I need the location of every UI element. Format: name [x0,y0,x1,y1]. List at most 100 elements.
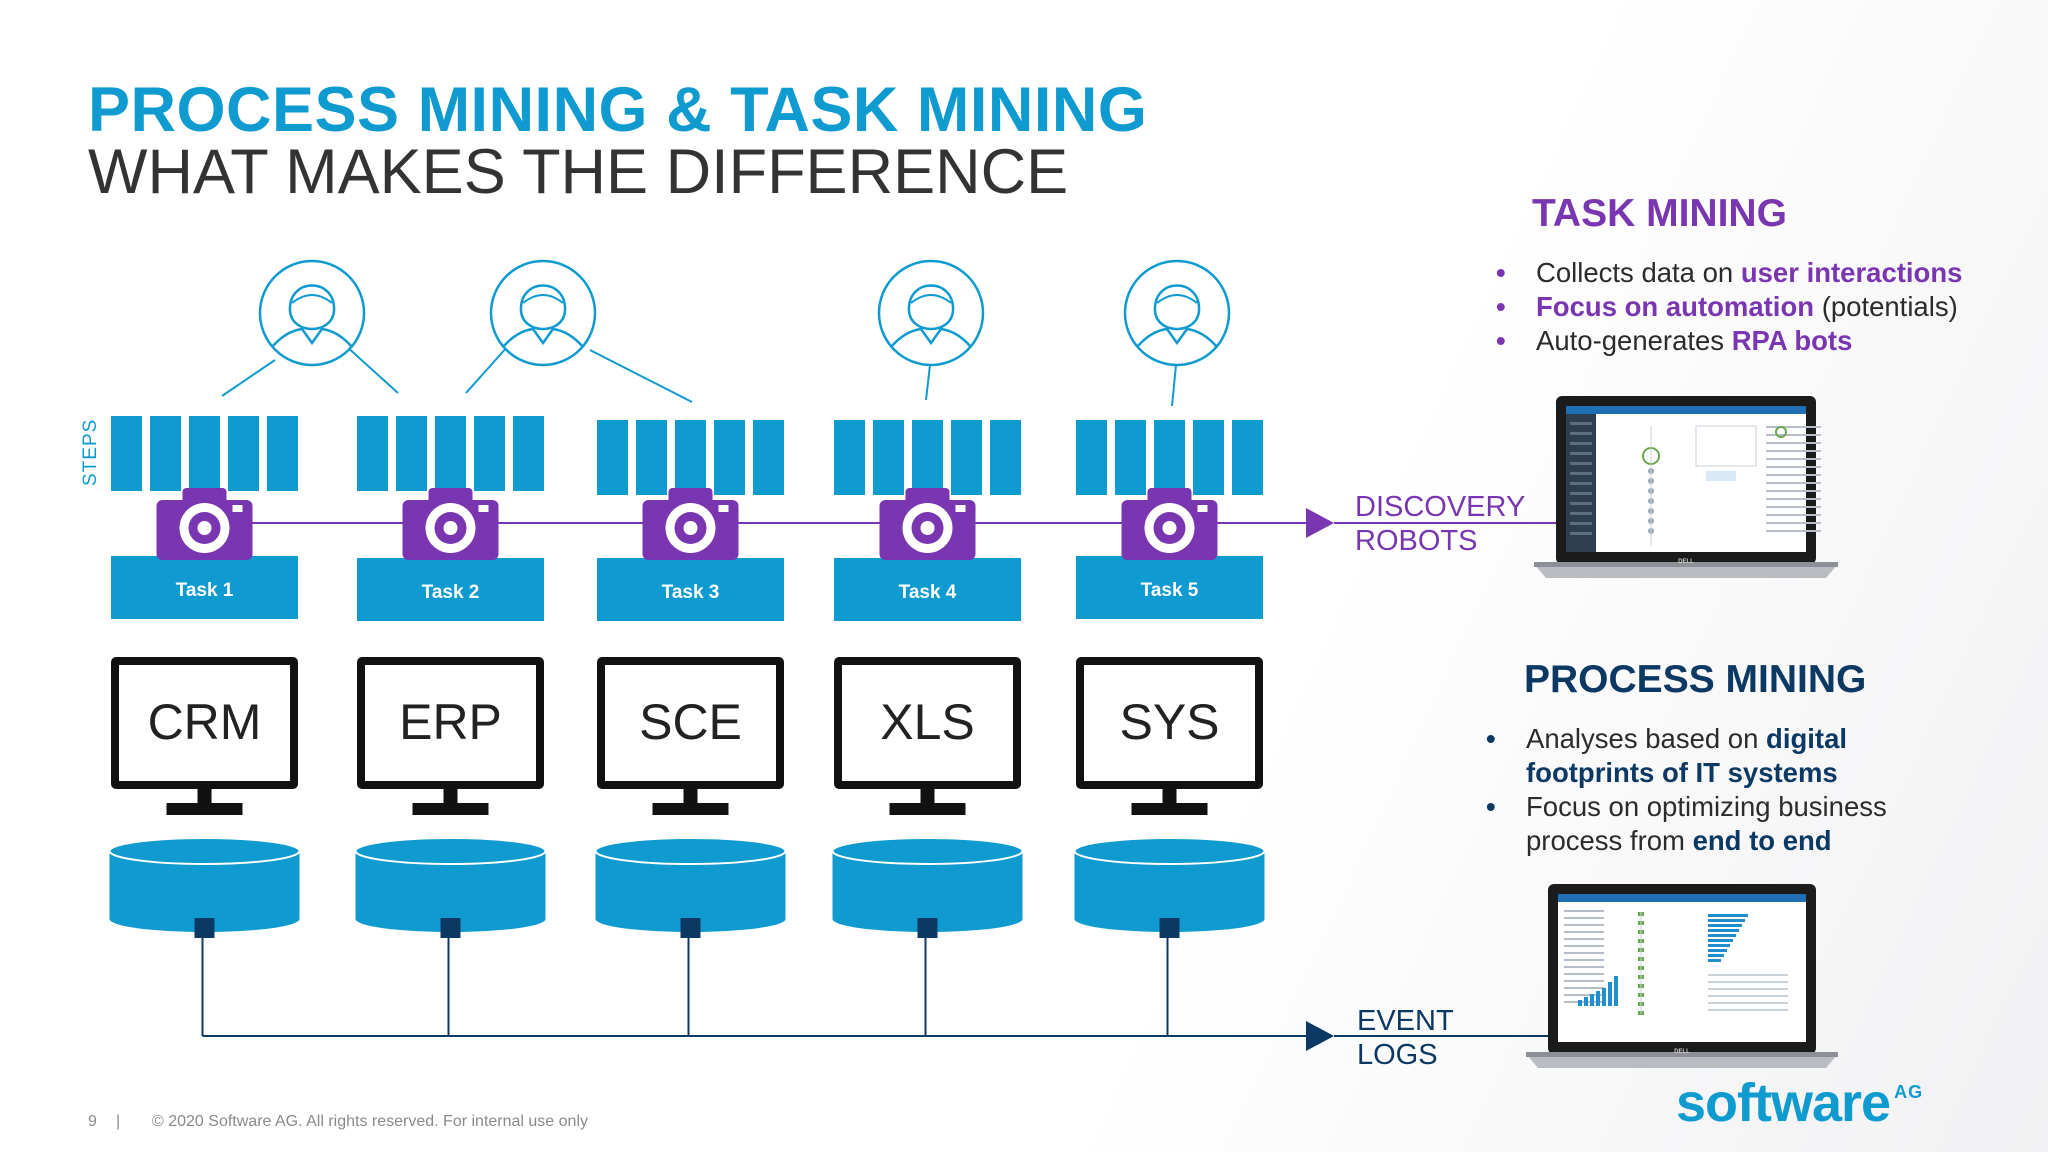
steps-axis-label: STEPS [80,419,101,486]
database-icon [108,837,301,938]
bullet-item: •Analyses based on digital footprints of… [1484,722,1914,790]
step-bar [357,416,388,491]
users [258,259,1231,367]
step-bar [1154,420,1185,495]
monitor-icon [111,657,298,815]
user-links [221,345,1177,407]
task-box [597,558,784,621]
system-label: XLS [880,694,975,750]
step-bar [834,420,865,495]
discovery-label-line-1: DISCOVERY [1355,491,1526,523]
step-bar [1193,420,1224,495]
step-bar [111,416,142,491]
task-label: Task 3 [662,582,720,603]
task-box [111,556,298,619]
process-mining-laptop: DELL [1526,884,1838,1068]
logo-suffix: AG [1894,1082,1924,1102]
step-bar [1115,420,1146,495]
user-link-line [465,345,509,394]
cameras [156,488,1218,560]
process-mining-title: PROCESS MINING [1524,658,1867,701]
bullet-item: •Focus on optimizing business process fr… [1484,790,1914,858]
user-link-line [589,349,693,403]
step-bar [513,416,544,491]
step-bar [597,420,628,495]
database-icon [831,837,1024,938]
laptop-brand: DELL [1674,1049,1690,1055]
title-line-1: PROCESS MINING & TASK MINING [88,75,1148,145]
user-link-line [925,364,931,401]
monitor-icon [1076,657,1263,815]
step-bar [675,420,706,495]
step-bar [396,416,427,491]
user-link-line [221,359,276,397]
task-mining-bullets: •Collects data on user interactions•Focu… [1494,256,2014,358]
page-number: 9 [88,1113,97,1130]
system-label: SCE [639,694,742,750]
monitor-icon [597,657,784,815]
user-link-line [1171,364,1177,407]
highlight-text: user interactions [1740,257,1963,288]
bullet-text: Collects data on [1536,257,1741,288]
bullet-dot: • [1496,257,1506,288]
database-icon [354,837,547,938]
task-label: Task 5 [1141,580,1199,601]
bullet-item: • Collects data on user interactions [1494,256,2014,290]
step-bar [1076,420,1107,495]
task-label: Task 2 [422,582,480,603]
bullet-dot: • [1486,791,1496,822]
bullet-item: •Focus on automation (potentials) [1494,290,2014,324]
step-bars [111,416,1263,495]
discovery-label-line-2: ROBOTS [1355,525,1478,557]
task-mining-laptop: DELL [1534,396,1838,578]
footer-separator: | [116,1113,121,1130]
user-icon [258,259,366,367]
bullet-dot: • [1496,325,1506,356]
highlight-text: end to end [1692,825,1832,856]
event-arrow-icon [1306,1021,1334,1051]
bullet-text: (potentials) [1814,291,1958,322]
highlight-text: digital footprints of IT systems [1526,723,1848,788]
database-icon [594,837,787,938]
system-label: ERP [399,694,502,750]
bullet-dot: • [1486,723,1496,754]
camera-icon [879,488,976,560]
step-bar [435,416,466,491]
step-bar [912,420,943,495]
step-bar [951,420,982,495]
step-bar [636,420,667,495]
event-label-line-1: EVENT [1357,1005,1454,1037]
highlight-text: Focus on automation [1536,291,1815,322]
bullet-item: •Auto-generates RPA bots [1494,324,2014,358]
event-lines [201,938,1552,1051]
event-logs-label: EVENT LOGS [1357,1004,1454,1072]
task-box [834,558,1021,621]
user-icon [489,259,597,367]
highlight-text: RPA bots [1731,325,1853,356]
camera-icon [1121,488,1218,560]
camera-icon [642,488,739,560]
laptop-brand: DELL [1678,559,1694,565]
step-bar [267,416,298,491]
task-box [1076,556,1263,619]
logo-word: software [1676,1073,1891,1133]
copyright: © 2020 Software AG. All rights reserved.… [152,1113,588,1130]
step-bar [753,420,784,495]
discovery-robots-label: DISCOVERY ROBOTS [1355,490,1525,558]
task-box [357,558,544,621]
title-line-2: WHAT MAKES THE DIFFERENCE [88,137,1069,207]
user-link-line [345,345,399,394]
step-bar [1232,420,1263,495]
step-bar [474,416,505,491]
task-label: Task 4 [899,582,957,603]
laptops: DELL DELL [1526,396,1838,1068]
step-bar [228,416,259,491]
database-icon [1073,837,1266,938]
task-mining-title: TASK MINING [1532,192,1787,235]
step-bar [873,420,904,495]
system-label: CRM [148,694,262,750]
user-icon [1123,259,1231,367]
